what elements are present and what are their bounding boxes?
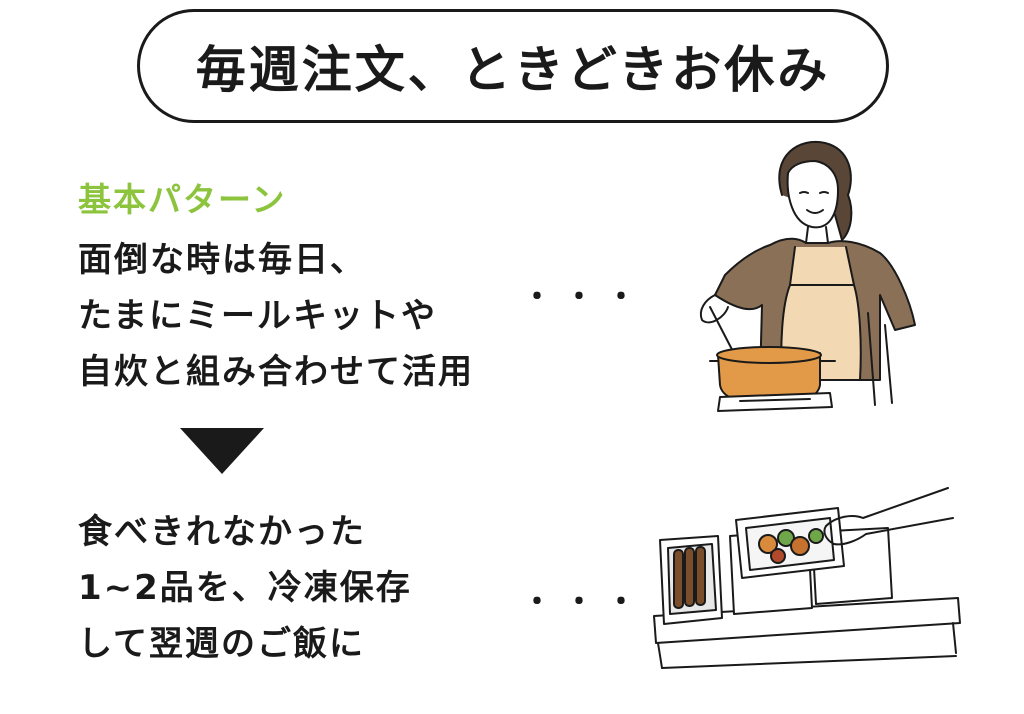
pattern-line-2: たまにミールキットや — [78, 296, 437, 336]
result-line-2: 1~2品を、冷凍保存 — [78, 568, 412, 608]
ellipsis-1: ・・・ — [522, 280, 648, 315]
section-label: 基本パターン — [78, 180, 287, 219]
pattern-line-1: 面倒な時は毎日、 — [78, 240, 366, 280]
result-line-3: して翌週のご飯に — [78, 624, 365, 664]
result-line-1: 食べきれなかった — [78, 512, 366, 552]
pattern-description: 面倒な時は毎日、 たまにミールキットや 自炊と組み合わせて活用 — [78, 232, 474, 400]
down-triangle-arrow-icon — [180, 428, 264, 474]
pattern-line-3: 自炊と組み合わせて活用 — [78, 352, 474, 392]
result-description: 食べきれなかった 1~2品を、冷凍保存 して翌週のご飯に — [78, 504, 412, 672]
page-title: 毎週注文、ときどきお休み — [195, 41, 831, 99]
ellipsis-2: ・・・ — [522, 585, 648, 620]
woman-cooking-illustration — [699, 140, 916, 412]
frozen-meal-containers-illustration — [653, 487, 961, 669]
title-pill: 毎週注文、ときどきお休み — [137, 9, 889, 123]
